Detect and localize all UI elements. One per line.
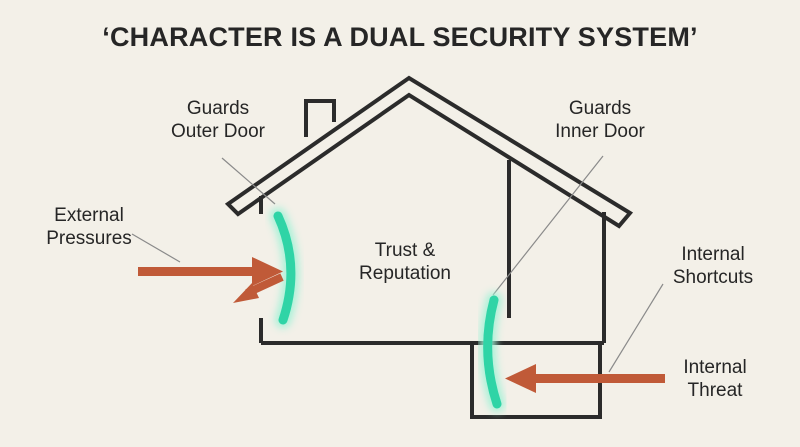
label-guards-outer-door: Guards Outer Door bbox=[171, 98, 265, 142]
leader-lines bbox=[131, 155, 664, 373]
label-internal-shortcuts: Internal Shortcuts bbox=[672, 244, 754, 288]
house-roof bbox=[224, 75, 634, 229]
internal-threat-arrow bbox=[505, 364, 665, 393]
leader-outer-door bbox=[221, 157, 276, 205]
label-trust-reputation: Trust & Reputation bbox=[359, 240, 451, 284]
external-pressure-arrow bbox=[138, 257, 283, 286]
inner-door-shield bbox=[479, 292, 505, 412]
leader-shortcuts bbox=[608, 283, 664, 373]
house-chimney bbox=[304, 99, 336, 137]
outer-door-shield bbox=[270, 208, 299, 328]
diagram-title: ‘CHARACTER IS A DUAL SECURITY SYSTEM’ bbox=[102, 22, 698, 52]
label-external-pressures: External Pressures bbox=[46, 205, 132, 249]
house-outline bbox=[224, 75, 634, 419]
deflected-arrow bbox=[233, 273, 284, 303]
leader-external bbox=[131, 233, 181, 263]
label-guards-inner-door: Guards Inner Door bbox=[555, 98, 645, 142]
label-internal-threat: Internal Threat bbox=[683, 357, 747, 401]
leader-inner-door bbox=[492, 155, 604, 296]
